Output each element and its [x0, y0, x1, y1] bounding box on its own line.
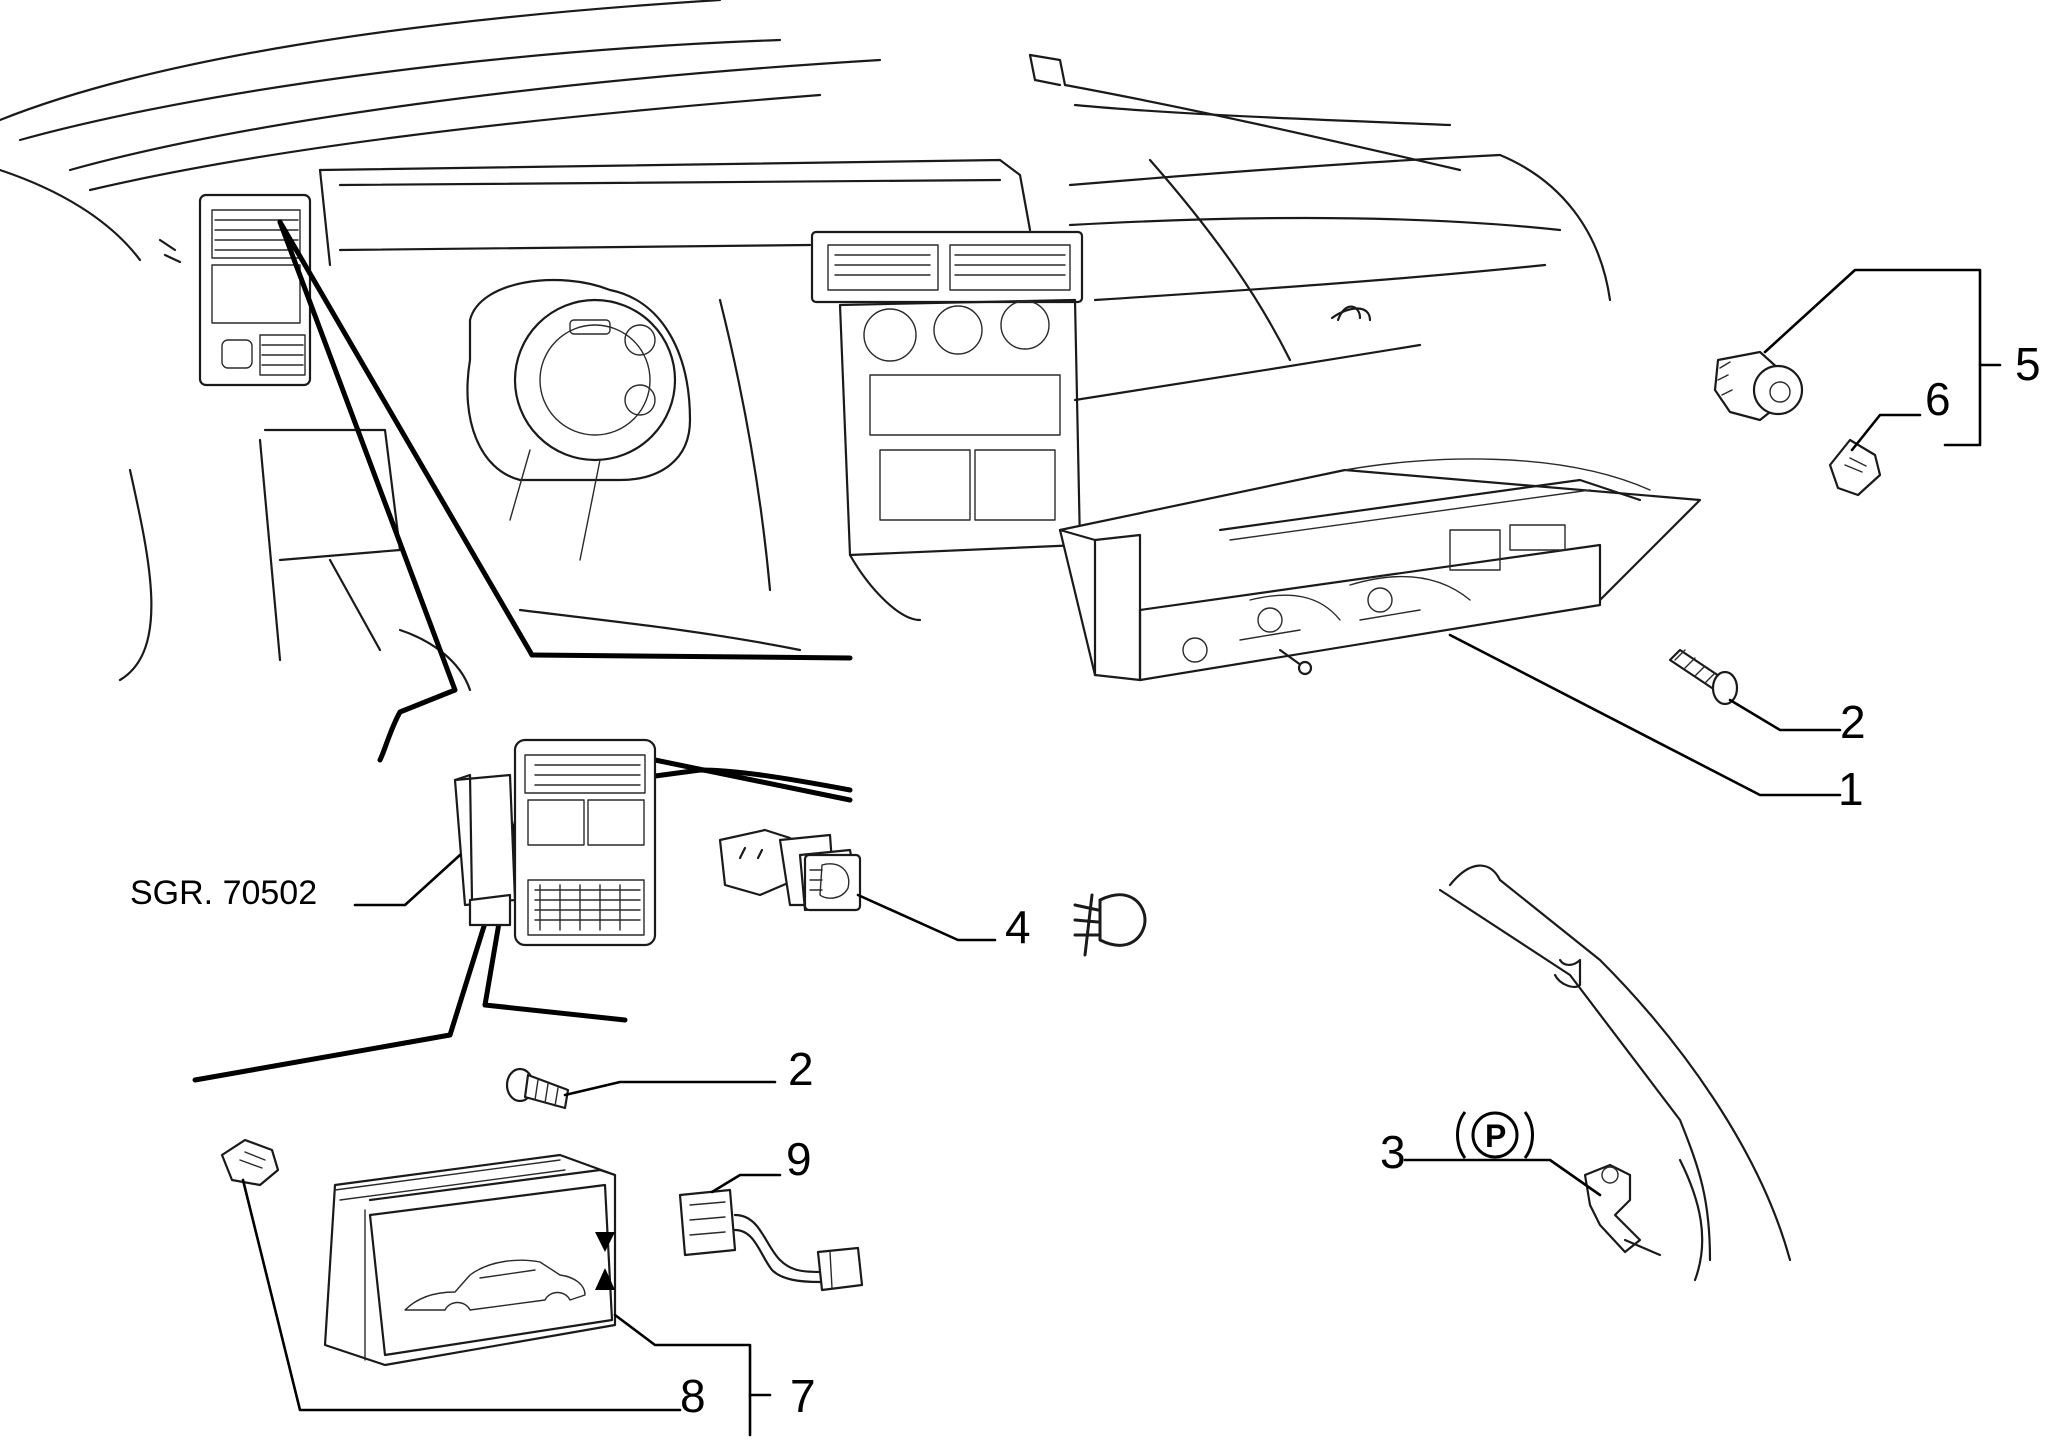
dashboard-overview — [0, 0, 1612, 692]
callout-7: 7 — [790, 1370, 816, 1422]
reference-label: SGR. 70502 — [130, 874, 317, 912]
callout-9: 9 — [786, 1133, 812, 1185]
wiring-connector — [678, 1188, 864, 1292]
console-vent-detail — [453, 738, 657, 947]
bulb — [1828, 438, 1882, 497]
callout-6: 6 — [1925, 373, 1951, 425]
sgr-reference-leader: SGR. 70502 — [130, 853, 462, 912]
callout-8: 8 — [680, 1370, 706, 1422]
fog-lamp-icon — [1073, 893, 1147, 957]
leader-2-bottom — [563, 1080, 777, 1097]
callout-2-bottom: 2 — [788, 1043, 814, 1095]
callout-3: 3 — [1380, 1126, 1406, 1178]
detail-pointer-lines — [192, 219, 853, 1083]
screw-upper — [1668, 648, 1739, 706]
fog-lamp-switch — [718, 828, 862, 912]
leader-1 — [1448, 633, 1842, 797]
headlamp-level-control — [323, 1153, 617, 1367]
callout-4: 4 — [1005, 901, 1031, 953]
bracket-7 — [613, 1313, 752, 1437]
bulb-holder — [1713, 350, 1804, 422]
handbrake-switch — [1583, 1163, 1662, 1257]
callout-5: 5 — [2015, 338, 2041, 390]
bracket-5 — [1763, 268, 1982, 447]
callout-2-top: 2 — [1840, 696, 1866, 748]
leader-3 — [1403, 1158, 1602, 1197]
callout-1: 1 — [1838, 763, 1864, 815]
instrument-cluster — [1058, 458, 1702, 682]
triangle-down-icon — [595, 1232, 615, 1252]
leader-8 — [241, 1178, 682, 1412]
screw-lower — [505, 1067, 570, 1110]
parking-brake-letter: P — [1485, 1118, 1506, 1154]
parking-brake-icon: P — [1456, 1111, 1534, 1159]
handbrake-lever — [1438, 864, 1792, 1282]
leader-2-top — [1728, 698, 1842, 732]
leader-4 — [856, 893, 997, 942]
leader-9 — [710, 1173, 782, 1194]
bulb-small — [220, 1138, 280, 1187]
triangle-up-icon — [595, 1268, 615, 1290]
leader-6 — [1850, 413, 1922, 452]
